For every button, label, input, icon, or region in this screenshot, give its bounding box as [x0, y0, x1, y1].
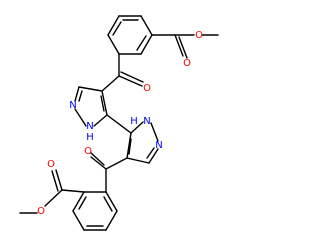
bond — [103, 196, 113, 212]
bond — [112, 21, 122, 36]
bond — [93, 114, 108, 127]
bond — [72, 210, 85, 231]
bond — [90, 152, 105, 166]
bond — [140, 15, 153, 36]
bond — [150, 122, 159, 142]
bond — [78, 86, 103, 92]
bond — [100, 95, 105, 112]
bond — [120, 71, 144, 83]
bond — [101, 90, 108, 116]
bottom-pyrazole-nh-label: N — [143, 116, 150, 127]
top-ester-link-oxygen-label: O — [195, 30, 203, 41]
bond — [128, 138, 132, 155]
bottom-benzene-ring — [72, 191, 118, 231]
bond — [148, 148, 159, 164]
bottom-pyrazole-hydrogen-label: H — [130, 116, 138, 127]
molecule-canvas: O O O N N H N H N O O O — [19, 15, 219, 231]
top-pyrazole-n-label: N — [69, 100, 76, 111]
bond — [178, 36, 188, 59]
top-benzene-ring — [107, 15, 153, 55]
bond — [126, 157, 150, 164]
bond — [107, 15, 120, 36]
top-pyrazole-ring — [74, 86, 108, 127]
bond — [105, 191, 118, 212]
bond — [174, 34, 184, 57]
molecule-structure: O O O N N H N H N O O O — [19, 15, 219, 231]
bond — [78, 90, 83, 102]
bond — [126, 132, 132, 159]
bond — [105, 210, 118, 231]
bottom-pyrazole-n-label: N — [155, 140, 162, 151]
bond — [90, 156, 107, 170]
top-ester-carbonyl-oxygen-label: O — [183, 58, 191, 69]
bond — [78, 196, 87, 210]
top-pyrazole-nh-label: N — [86, 121, 93, 132]
bond — [55, 169, 63, 191]
bond — [61, 189, 85, 193]
bond — [140, 34, 153, 55]
bottom-pyrazole-ring — [126, 121, 159, 164]
bond — [118, 75, 143, 87]
bond — [146, 147, 155, 159]
bond — [51, 170, 59, 192]
top-methyl-ester — [151, 34, 219, 59]
bottom-ester-carbonyl-oxygen-label: O — [47, 159, 55, 170]
bond — [105, 157, 128, 170]
bond — [72, 191, 85, 212]
top-ketone-oxygen-label: O — [143, 83, 151, 94]
bipyrazole-bond — [106, 114, 132, 134]
bottom-ester-link-oxygen-label: O — [37, 206, 45, 217]
bond — [101, 75, 120, 92]
bond — [74, 86, 80, 102]
top-ketone — [101, 53, 144, 92]
bottom-methyl-ester — [19, 169, 85, 214]
bottom-ketone-oxygen-label: O — [84, 146, 92, 157]
bond — [107, 34, 120, 55]
bottom-ketone — [90, 152, 128, 193]
bond — [136, 35, 147, 51]
bond — [130, 121, 144, 134]
bond — [74, 108, 87, 127]
bond — [44, 189, 63, 207]
top-pyrazole-hydrogen-label: H — [86, 132, 94, 143]
